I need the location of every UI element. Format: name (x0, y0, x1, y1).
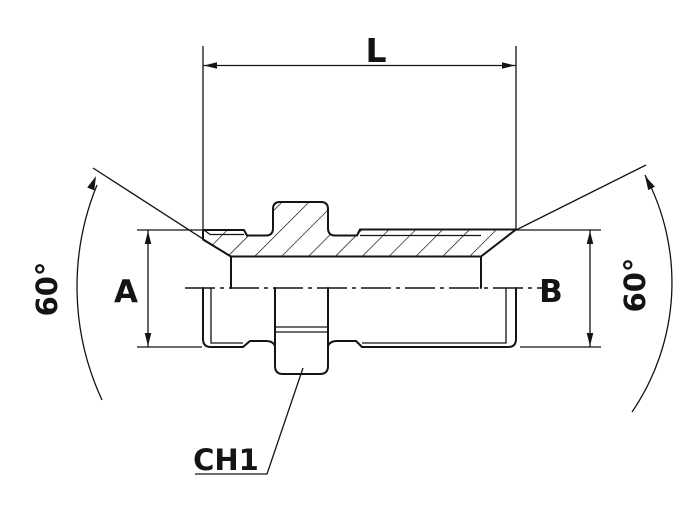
angle-left-label: 60° (30, 262, 64, 317)
chamfer-label: CH1 (193, 443, 259, 477)
fitting-bottom-left-port (202, 287, 276, 348)
dim-a-arrow-top (144, 231, 152, 244)
angle-left-arc (76, 184, 103, 401)
dim-a-label: A (114, 274, 138, 310)
thread-chamfer-bottom-left (210, 288, 243, 344)
fitting-top-section (202, 201, 517, 258)
dim-a-arrow-bottom (144, 333, 152, 346)
angle-right-callout-line (515, 164, 647, 231)
dim-l-arrow-left (204, 62, 217, 69)
angle-right-label: 60° (618, 258, 652, 313)
hex-section (274, 287, 329, 375)
thread-chamfer-bottom-right (362, 288, 507, 344)
dim-b-arrow-top (586, 231, 594, 244)
angle-right-arc (631, 174, 673, 413)
fitting-bottom-right-port (327, 287, 517, 348)
angle-right-arrow (645, 176, 655, 191)
dim-l-label: L (365, 31, 386, 70)
chamfer-leader-line (195, 367, 304, 475)
dim-l-arrow-right (502, 62, 515, 69)
angle-left-callout-line (92, 167, 232, 258)
angle-left-arrow (87, 176, 96, 191)
dim-b-arrow-bottom (586, 333, 594, 346)
dim-b-label: B (539, 274, 563, 310)
thread-chamfer-top-left (203, 229, 211, 236)
